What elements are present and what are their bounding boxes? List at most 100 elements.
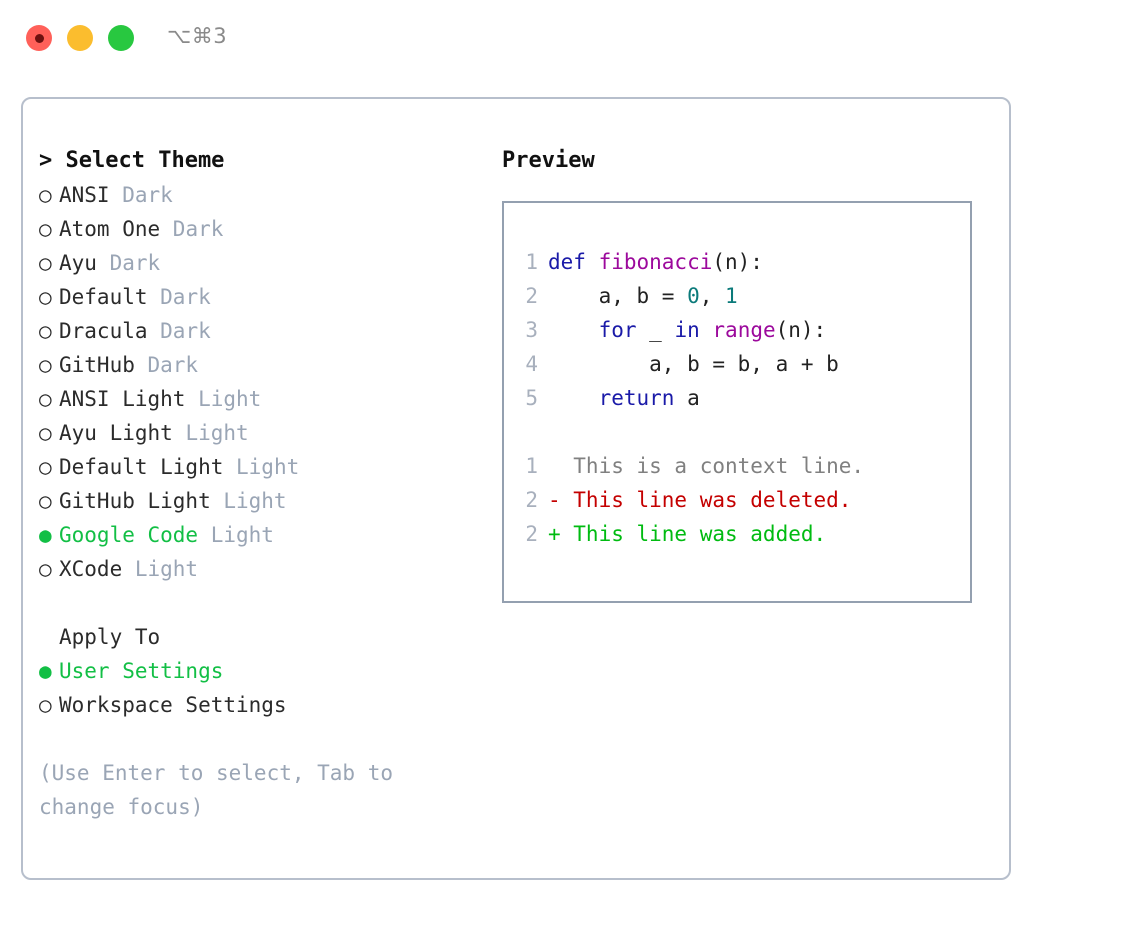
preview-heading: Preview: [502, 148, 595, 173]
apply-to-option-user-settings[interactable]: ●User Settings: [39, 654, 479, 688]
code-token: range: [712, 318, 776, 342]
code-token: (n):: [712, 250, 763, 274]
code-token: for: [598, 318, 637, 342]
radio-unselected-icon: ○: [39, 489, 52, 513]
radio-unselected-icon: ○: [39, 183, 52, 207]
theme-option-ayu[interactable]: ○ Ayu Dark: [39, 246, 479, 280]
main-panel: > Select Theme ○ANSI Dark○Atom One Dark○…: [21, 97, 1011, 880]
code-line: 3 for _ in range(n):: [512, 313, 962, 347]
theme-option-ansi[interactable]: ○ ANSI Dark: [39, 178, 479, 212]
theme-variant-badge: Light: [122, 557, 199, 581]
code-line: 2 a, b = 0, 1: [512, 279, 962, 313]
theme-variant-badge: Light: [172, 421, 249, 445]
theme-variant-badge: Dark: [134, 353, 199, 377]
theme-option-default[interactable]: ○ Default Dark: [39, 280, 479, 314]
theme-option-ayu-light[interactable]: ○Ayu Light Light: [39, 416, 479, 450]
radio-unselected-icon: ○: [39, 693, 52, 717]
code-token: [700, 318, 713, 342]
section-spacer: [39, 586, 479, 620]
theme-option-ansi-light[interactable]: ○ANSI Light Light: [39, 382, 479, 416]
theme-option-default-light[interactable]: ○ Default Light Light: [39, 450, 479, 484]
code-token: This is a context line.: [548, 454, 865, 478]
theme-option-atom-one[interactable]: ○Atom One Dark: [39, 212, 479, 246]
theme-variant-badge: Light: [210, 489, 287, 513]
keyboard-hint-text: (Use Enter to select, Tab to change focu…: [39, 761, 406, 819]
theme-variant-badge: Dark: [109, 183, 173, 207]
line-number: 2: [525, 284, 538, 308]
theme-option-label: Dracula: [59, 319, 148, 343]
diff-line: 2 + This line was added.: [512, 517, 962, 551]
theme-option-label: Google Code: [59, 523, 199, 547]
theme-option-label: Default Light: [59, 455, 224, 479]
theme-option-list: ○ANSI Dark○Atom One Dark○Ayu Dark○Defaul…: [39, 178, 479, 586]
theme-variant-badge: Dark: [147, 319, 211, 343]
line-number: 2: [525, 488, 538, 512]
theme-option-github[interactable]: ○ GitHub Dark: [39, 348, 479, 382]
apply-to-option-list: ●User Settings ○ Workspace Settings: [39, 654, 479, 722]
radio-unselected-icon: ○: [39, 251, 52, 275]
theme-option-label: ANSI: [59, 183, 110, 207]
line-number: 1: [525, 250, 538, 274]
line-number: 3: [525, 318, 538, 342]
theme-option-dracula[interactable]: ○ Dracula Dark: [39, 314, 479, 348]
theme-variant-badge: Dark: [96, 251, 161, 275]
code-line: 4 a, b = b, a + b: [512, 347, 962, 381]
code-gap: [512, 415, 962, 449]
radio-unselected-icon: ○: [39, 421, 52, 445]
theme-variant-badge: Dark: [147, 285, 211, 309]
radio-unselected-icon: ○: [39, 557, 52, 581]
diff-line: 1 This is a context line.: [512, 449, 962, 483]
code-token: a, b =: [548, 284, 688, 308]
apply-to-heading: Apply To: [59, 625, 161, 649]
close-button[interactable]: [26, 25, 52, 51]
select-theme-heading: > Select Theme: [39, 148, 225, 173]
apply-to-option-workspace-settings[interactable]: ○ Workspace Settings: [39, 688, 479, 722]
radio-unselected-icon: ○: [39, 455, 52, 479]
code-token: [548, 386, 599, 410]
code-token: fibonacci: [598, 250, 713, 274]
theme-option-label: GitHub Light: [59, 489, 211, 513]
radio-unselected-icon: ○: [39, 319, 52, 343]
theme-option-label: Default: [59, 285, 148, 309]
radio-unselected-icon: ○: [39, 353, 52, 377]
code-line: 5 return a: [512, 381, 962, 415]
diff-line: 2- This line was deleted.: [512, 483, 962, 517]
code-token: return: [598, 386, 675, 410]
title-bar: ⌥⌘3: [0, 0, 1140, 78]
apply-to-option-label: User Settings: [59, 659, 224, 683]
minimize-button[interactable]: [67, 25, 93, 51]
theme-option-google-code[interactable]: ● Google Code Light: [39, 518, 479, 552]
zoom-button[interactable]: [108, 25, 134, 51]
code-token: [548, 318, 599, 342]
theme-variant-badge: Dark: [160, 217, 224, 241]
theme-option-github-light[interactable]: ○ GitHub Light Light: [39, 484, 479, 518]
code-line: 1 def fibonacci(n):: [512, 245, 962, 279]
radio-selected-icon: ●: [39, 523, 52, 547]
code-token: _: [636, 318, 675, 342]
traffic-light-buttons: [26, 25, 134, 51]
code-token: (n):: [775, 318, 827, 342]
code-token: def: [548, 250, 599, 274]
code-token: a, b = b, a + b: [548, 352, 839, 376]
line-number: 2: [525, 522, 538, 546]
code-token: ,: [699, 284, 726, 308]
theme-option-label: GitHub: [59, 353, 135, 377]
radio-unselected-icon: ○: [39, 387, 52, 411]
apply-to-option-label: Workspace Settings: [59, 693, 287, 717]
radio-unselected-icon: ○: [39, 285, 52, 309]
theme-option-label: XCode: [59, 557, 123, 581]
code-token: + This line was added.: [548, 522, 827, 546]
theme-option-label: Ayu: [59, 251, 97, 275]
theme-option-label: ANSI Light: [59, 387, 186, 411]
theme-variant-badge: Light: [198, 523, 274, 547]
code-token: 0: [687, 284, 700, 308]
theme-variant-badge: Light: [223, 455, 300, 479]
theme-option-label: Atom One: [59, 217, 161, 241]
keyboard-shortcut-label: ⌥⌘3: [167, 24, 228, 48]
diff-sample-lines: 1 This is a context line.2- This line wa…: [512, 449, 962, 551]
theme-option-xcode[interactable]: ○ XCode Light: [39, 552, 479, 586]
